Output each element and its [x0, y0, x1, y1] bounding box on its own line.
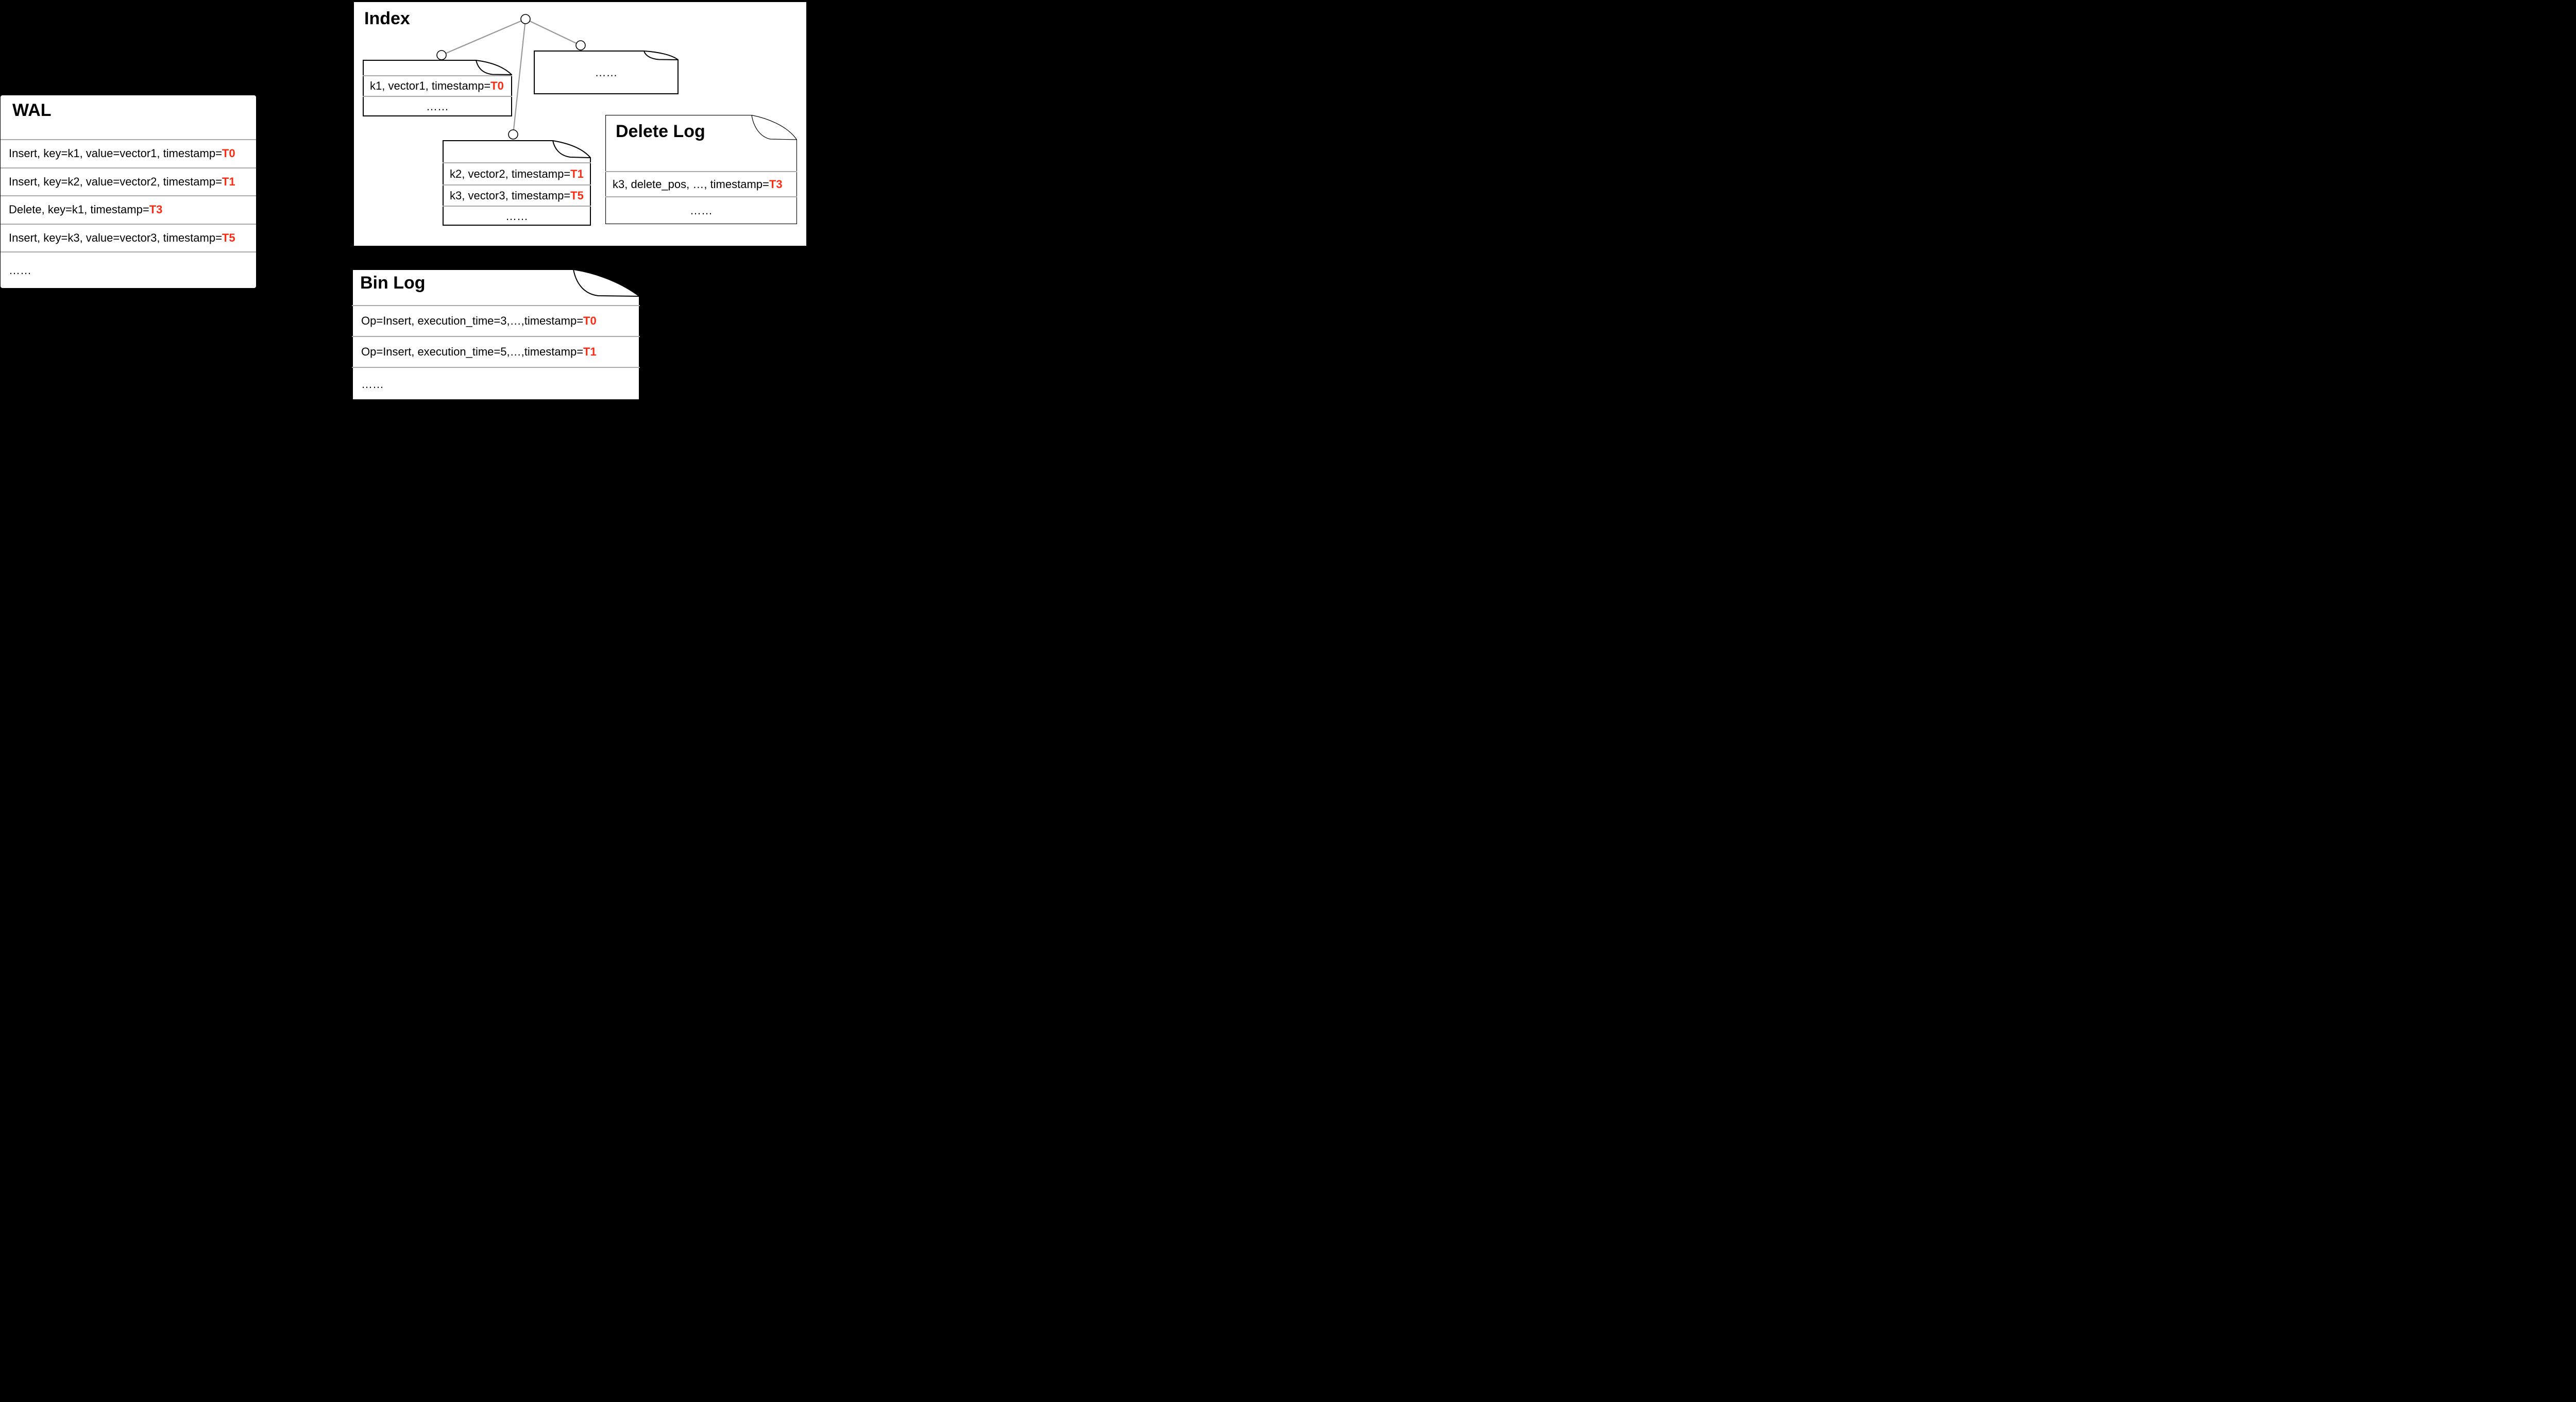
tree-edge-root-left	[441, 18, 526, 56]
timestamp-t3: T3	[769, 177, 783, 191]
bin-log-document: Bin Log Op=Insert, execution_time=3,…,ti…	[352, 269, 640, 400]
tree-node-right	[575, 40, 586, 50]
segment-row-k3: k3, vector3, timestamp=T5	[450, 189, 584, 202]
document-shape	[443, 140, 591, 226]
wal-row-insert-k1: Insert, key=k1, value=vector1, timestamp…	[1, 139, 256, 167]
wal-row-insert-k3: Insert, key=k3, value=vector3, timestamp…	[1, 223, 256, 252]
folded-corner-icon	[476, 60, 512, 75]
segment-row-k2: k2, vector2, timestamp=T1	[450, 167, 584, 180]
bin-log-title: Bin Log	[360, 273, 426, 293]
segment-row-k1: k1, vector1, timestamp=T0	[370, 79, 504, 92]
index-segment-doc-more: ……	[534, 50, 679, 94]
bin-log-row-ellipsis: ……	[361, 377, 384, 391]
timestamp-t0: T0	[583, 314, 597, 327]
index-segment-doc-k2-k3: k2, vector2, timestamp=T1 k3, vector3, t…	[443, 140, 591, 226]
document-shape	[363, 60, 512, 116]
bin-log-row-1: Op=Insert, execution_time=3,…,timestamp=…	[361, 314, 597, 327]
diagram-canvas: WAL Insert, key=k1, value=vector1, times…	[0, 0, 808, 402]
tree-edge-root-middle	[512, 19, 527, 135]
wal-table: WAL Insert, key=k1, value=vector1, times…	[1, 95, 256, 288]
segment-row-ellipsis: ……	[505, 209, 528, 223]
index-segment-doc-k1: k1, vector1, timestamp=T0 ……	[363, 60, 512, 116]
wal-row-ellipsis: ……	[1, 251, 256, 288]
folded-corner-icon	[643, 50, 679, 60]
delete-log-row-k3: k3, delete_pos, …, timestamp=T3	[613, 177, 783, 191]
timestamp-t5: T5	[222, 231, 235, 245]
bin-log-row-2: Op=Insert, execution_time=5,…,timestamp=…	[361, 345, 597, 358]
tree-node-middle	[508, 129, 518, 140]
wal-row-insert-k2: Insert, key=k2, value=vector2, timestamp…	[1, 167, 256, 196]
folded-corner-icon	[552, 140, 591, 158]
folded-corner-icon	[751, 115, 797, 140]
tree-node-left	[436, 50, 447, 60]
index-title: Index	[364, 9, 410, 28]
timestamp-t1: T1	[570, 167, 584, 180]
timestamp-t0: T0	[222, 147, 235, 160]
timestamp-t3: T3	[149, 203, 163, 216]
document-shape	[534, 50, 679, 94]
timestamp-t0: T0	[490, 79, 504, 92]
wal-row-delete-k1: Delete, key=k1, timestamp=T3	[1, 195, 256, 224]
timestamp-t1: T1	[222, 175, 235, 188]
wal-title: WAL	[12, 100, 52, 120]
tree-node-root	[520, 14, 531, 24]
wal-header: WAL	[1, 95, 256, 139]
index-panel: Index k1, vector1, timestamp=T0 ……	[354, 2, 806, 246]
delete-log-document: Delete Log k3, delete_pos, …, timestamp=…	[605, 115, 797, 224]
delete-log-row-ellipsis: ……	[690, 204, 713, 217]
delete-log-title: Delete Log	[616, 122, 705, 141]
timestamp-t5: T5	[570, 189, 584, 202]
timestamp-t1: T1	[583, 345, 597, 358]
segment-row-ellipsis: ……	[595, 65, 618, 79]
tree-edge-root-right	[525, 19, 581, 46]
segment-row-ellipsis: ……	[426, 100, 449, 113]
folded-corner-icon	[573, 269, 640, 297]
